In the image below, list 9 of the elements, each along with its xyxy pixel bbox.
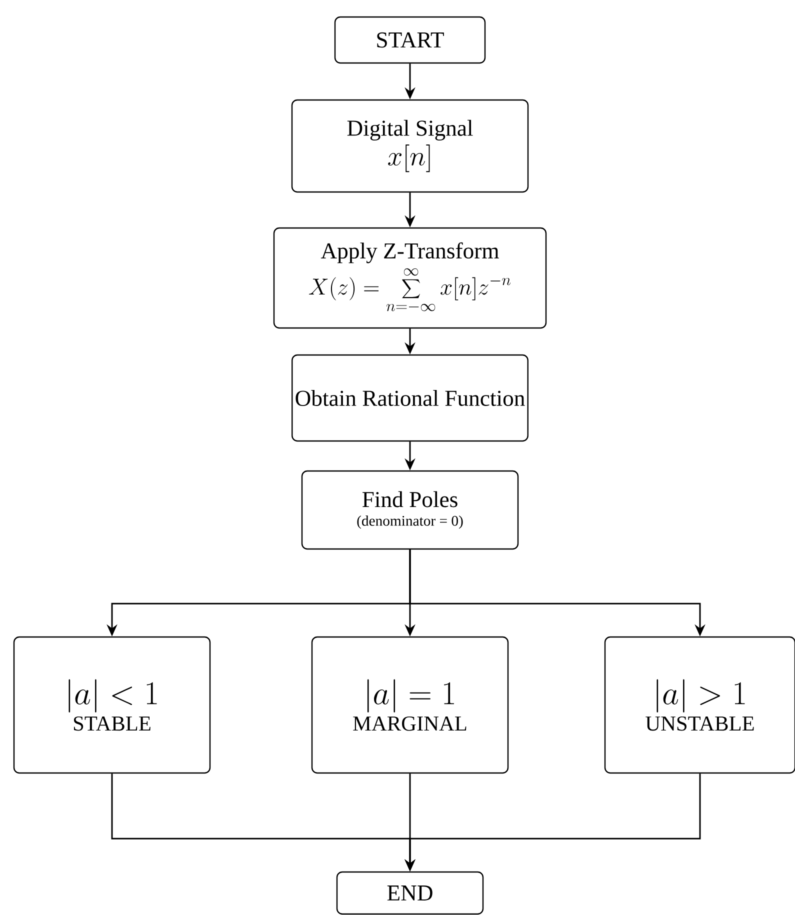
process-box: Obtain Rational Function (292, 354, 528, 442)
process-box: Find Poles (denominator = 0) (301, 470, 519, 550)
terminal-box: START (334, 16, 486, 64)
process-box: Digital Signal $x[n]$ (291, 99, 529, 193)
process-box: Apply Z-Transform $X(z) = \sum_{n=-\infty}^{\infty} x[n] z^{-n}$ (273, 227, 547, 329)
terminal-box: END (336, 871, 484, 915)
result-box: $|a| < 1$ STABLE (13, 636, 211, 774)
result-box: $|a| = 1$ MARGINAL (311, 636, 509, 774)
result-box: $|a| > 1$ UNSTABLE (604, 636, 795, 774)
